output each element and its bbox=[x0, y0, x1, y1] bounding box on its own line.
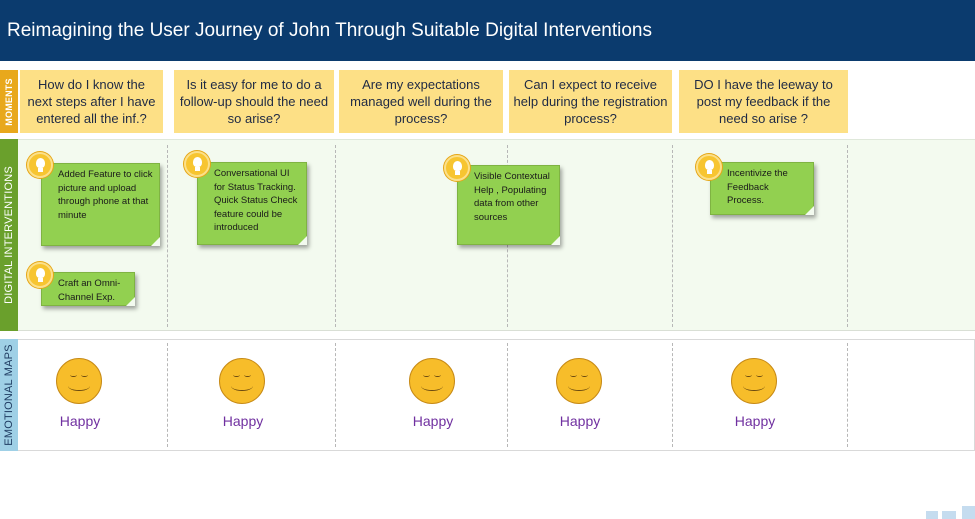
intervention-text: Conversational UI for Status Tracking. Q… bbox=[214, 168, 298, 233]
lightbulb-icon bbox=[696, 154, 722, 180]
row-label-digital-interventions: DIGITAL INTERVENTIONS bbox=[0, 139, 18, 331]
intervention-note: Visible Contextual Help , Populating dat… bbox=[457, 165, 560, 245]
column-divider bbox=[847, 343, 848, 447]
intervention-note: Craft an Omni-Channel Exp. bbox=[41, 272, 135, 306]
column-divider bbox=[335, 145, 336, 327]
smiley-face-icon bbox=[219, 358, 265, 404]
row-label-emotional-text: EMOTIONAL MAPS bbox=[3, 344, 15, 446]
column-divider bbox=[847, 145, 848, 327]
intervention-text: Craft an Omni-Channel Exp. bbox=[58, 278, 121, 303]
smiley-face-icon bbox=[731, 358, 777, 404]
emotion-label: Happy bbox=[559, 413, 601, 429]
column-divider bbox=[167, 343, 168, 447]
intervention-note: Incentivize the Feedback Process. bbox=[710, 162, 814, 215]
column-divider bbox=[167, 145, 168, 327]
row-label-emotional-maps: EMOTIONAL MAPS bbox=[0, 339, 18, 451]
decorative-mark bbox=[942, 511, 956, 519]
lightbulb-icon bbox=[27, 262, 53, 288]
column-divider bbox=[507, 343, 508, 447]
lightbulb-icon bbox=[184, 151, 210, 177]
row-label-moments: MOMENTS bbox=[0, 70, 18, 133]
intervention-text: Visible Contextual Help , Populating dat… bbox=[474, 171, 550, 223]
moment-card: Are my expectations managed well during … bbox=[339, 70, 503, 133]
decorative-mark bbox=[962, 506, 975, 519]
page-title: Reimagining the User Journey of John Thr… bbox=[7, 20, 652, 41]
intervention-text: Incentivize the Feedback Process. bbox=[727, 168, 788, 206]
row-label-moments-text: MOMENTS bbox=[4, 77, 14, 126]
column-divider bbox=[335, 343, 336, 447]
moment-card: Can I expect to receive help during the … bbox=[509, 70, 672, 133]
moment-card: How do I know the next steps after I hav… bbox=[20, 70, 163, 133]
smiley-face-icon bbox=[556, 358, 602, 404]
decorative-mark bbox=[926, 511, 938, 519]
moment-card: Is it easy for me to do a follow-up shou… bbox=[174, 70, 334, 133]
emotion-label: Happy bbox=[222, 413, 264, 429]
emotion-label: Happy bbox=[59, 413, 101, 429]
emotional-maps-band bbox=[18, 339, 975, 451]
smiley-face-icon bbox=[409, 358, 455, 404]
smiley-face-icon bbox=[56, 358, 102, 404]
intervention-note: Added Feature to click picture and uploa… bbox=[41, 163, 160, 246]
header-bar: Reimagining the User Journey of John Thr… bbox=[0, 0, 975, 61]
row-label-digital-text: DIGITAL INTERVENTIONS bbox=[3, 166, 15, 304]
column-divider bbox=[672, 145, 673, 327]
lightbulb-icon bbox=[27, 152, 53, 178]
moment-card: DO I have the leeway to post my feedback… bbox=[679, 70, 848, 133]
emotion-label: Happy bbox=[734, 413, 776, 429]
column-divider bbox=[672, 343, 673, 447]
intervention-text: Added Feature to click picture and uploa… bbox=[58, 169, 153, 221]
emotion-label: Happy bbox=[412, 413, 454, 429]
lightbulb-icon bbox=[444, 155, 470, 181]
intervention-note: Conversational UI for Status Tracking. Q… bbox=[197, 162, 307, 245]
